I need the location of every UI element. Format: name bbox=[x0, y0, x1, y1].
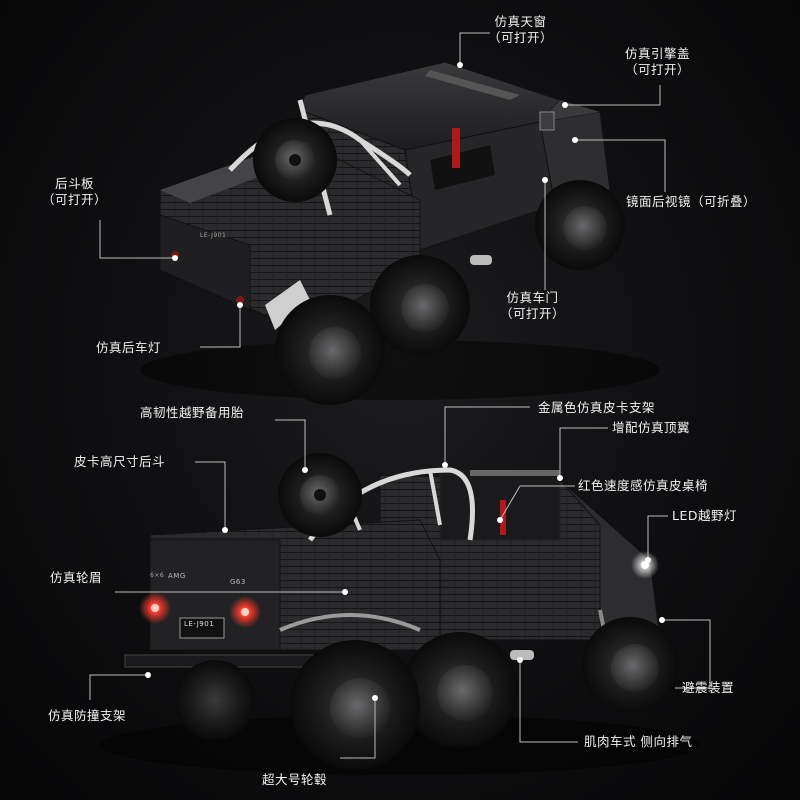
label-hood: 仿真引擎盖 （可打开） bbox=[625, 46, 690, 78]
plate-text-top: LE-J901 bbox=[200, 232, 226, 239]
badge-amg-text: AMG bbox=[168, 572, 186, 580]
bottom-vehicle bbox=[100, 453, 700, 775]
label-roof-wing: 增配仿真顶翼 bbox=[612, 420, 690, 436]
label-rollbar-title: 金属色仿真皮卡支架 bbox=[538, 400, 656, 415]
badge-model: G63 bbox=[230, 578, 246, 586]
top-red-seat bbox=[452, 128, 460, 168]
label-mirror-title: 镜面后视镜（可折叠） bbox=[626, 194, 757, 209]
plate-text-top-value: LE-J901 bbox=[200, 232, 227, 239]
label-sunroof-title: 仿真天窗 bbox=[494, 14, 547, 29]
label-exhaust-title: 肌肉车式 侧向排气 bbox=[584, 734, 693, 749]
top-tailgate bbox=[159, 214, 251, 311]
label-sunroof: 仿真天窗 （可打开） bbox=[488, 14, 553, 46]
top-mirror bbox=[539, 111, 555, 131]
label-tailgate-title: 后斗板 bbox=[55, 176, 95, 191]
badge-amg: AMG bbox=[168, 572, 186, 580]
label-seats-title: 红色速度感仿真皮桌椅 bbox=[578, 478, 709, 493]
top-wheels bbox=[275, 180, 625, 405]
label-hub-title: 超大号轮毂 bbox=[262, 772, 328, 787]
label-door: 仿真车门 （可打开） bbox=[500, 290, 565, 322]
plate-text-bottom: LE-J901 bbox=[184, 620, 215, 628]
label-rear-light: 仿真后车灯 bbox=[96, 340, 161, 356]
label-hood-sub: （可打开） bbox=[625, 62, 691, 77]
label-led-title: LED越野灯 bbox=[672, 508, 737, 523]
top-vehicle bbox=[140, 61, 660, 405]
badge-small: 6×6 bbox=[150, 572, 164, 579]
label-fender-title: 仿真轮眉 bbox=[50, 570, 103, 585]
label-exhaust: 肌肉车式 侧向排气 bbox=[584, 734, 692, 750]
label-led: LED越野灯 bbox=[672, 508, 737, 524]
label-door-title: 仿真车门 bbox=[506, 290, 559, 305]
label-roof-wing-title: 增配仿真顶翼 bbox=[612, 420, 691, 435]
label-bed: 皮卡高尺寸后斗 bbox=[74, 454, 165, 470]
fender-flare bbox=[279, 613, 421, 632]
bottom-red-seat bbox=[500, 500, 506, 535]
label-seats: 红色速度感仿真皮桌椅 bbox=[578, 478, 708, 494]
label-rollbar: 金属色仿真皮卡支架 bbox=[538, 400, 655, 416]
bottom-tailgate bbox=[149, 539, 281, 651]
badge-small-text: 6×6 bbox=[150, 572, 165, 579]
label-tailgate-sub: （可打开） bbox=[42, 192, 108, 207]
label-hub: 超大号轮毂 bbox=[262, 772, 327, 788]
label-mirror: 镜面后视镜（可折叠） bbox=[626, 194, 756, 210]
label-spare-tire-title: 高韧性越野备用胎 bbox=[140, 405, 245, 420]
label-suspension: 避震装置 bbox=[682, 680, 734, 696]
label-fender: 仿真轮眉 bbox=[50, 570, 102, 586]
bottom-wheels bbox=[175, 617, 678, 770]
label-sunroof-sub: （可打开） bbox=[488, 30, 554, 45]
label-suspension-title: 避震装置 bbox=[682, 680, 735, 695]
leader-lines bbox=[89, 32, 711, 759]
badge-model-text: G63 bbox=[230, 578, 246, 586]
bottom-exhaust bbox=[510, 650, 534, 660]
label-bed-title: 皮卡高尺寸后斗 bbox=[74, 454, 166, 469]
bottom-roof-wing bbox=[470, 470, 560, 476]
label-hood-title: 仿真引擎盖 bbox=[625, 46, 691, 61]
plate-text: LE-J901 bbox=[184, 620, 214, 628]
label-spare-tire: 高韧性越野备用胎 bbox=[140, 405, 244, 421]
label-bumper: 仿真防撞支架 bbox=[48, 708, 126, 724]
label-door-sub: （可打开） bbox=[500, 306, 566, 321]
label-rear-light-title: 仿真后车灯 bbox=[96, 340, 162, 355]
label-bumper-title: 仿真防撞支架 bbox=[48, 708, 127, 723]
top-exhaust bbox=[470, 255, 492, 265]
label-tailgate: 后斗板 （可打开） bbox=[42, 176, 107, 208]
license-plate bbox=[179, 617, 225, 639]
